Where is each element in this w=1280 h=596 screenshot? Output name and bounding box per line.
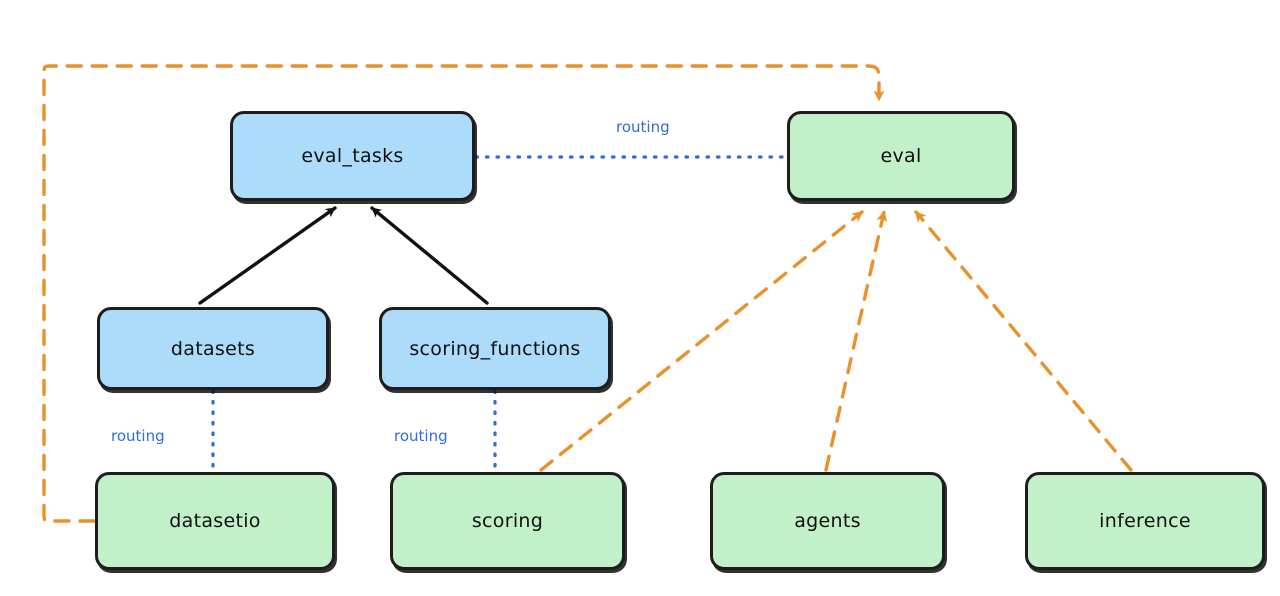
node-label-eval: eval xyxy=(880,145,922,167)
dependency-edge-datasetio-eval xyxy=(42,64,885,523)
node-scoring-functions[interactable]: scoring_functions xyxy=(379,307,611,390)
node-label-agents: agents xyxy=(794,510,861,532)
edge-label-routing-eval-tasks-eval: routing xyxy=(616,118,670,136)
dependency-edge-scoring-functions-eval-tasks xyxy=(370,206,489,305)
node-label-scoring: scoring xyxy=(471,510,544,532)
dependency-edge-agents-eval xyxy=(824,210,888,472)
dependency-edge-scoring-eval xyxy=(539,210,864,472)
dependency-edge-inference-eval xyxy=(914,210,1133,472)
edge-label-routing-datasets-datasetio: routing xyxy=(111,427,165,445)
node-scoring[interactable]: scoring xyxy=(390,472,625,570)
node-label-datasetio: datasetio xyxy=(169,510,261,532)
node-label-datasets: datasets xyxy=(170,337,256,360)
node-label-eval-tasks: eval_tasks xyxy=(301,145,404,167)
node-label-scoring-functions: scoring_functions xyxy=(409,337,581,360)
node-inference[interactable]: inference xyxy=(1025,472,1265,570)
node-eval[interactable]: eval xyxy=(787,111,1015,201)
node-eval-tasks[interactable]: eval_tasks xyxy=(230,111,475,201)
node-label-inference: inference xyxy=(1099,510,1191,532)
node-agents[interactable]: agents xyxy=(710,472,945,570)
node-datasetio[interactable]: datasetio xyxy=(95,472,335,570)
node-datasets[interactable]: datasets xyxy=(97,307,329,390)
dependency-edge-datasets-eval-tasks xyxy=(198,206,337,305)
edge-label-routing-scoring-functions-scoring: routing xyxy=(394,427,448,445)
